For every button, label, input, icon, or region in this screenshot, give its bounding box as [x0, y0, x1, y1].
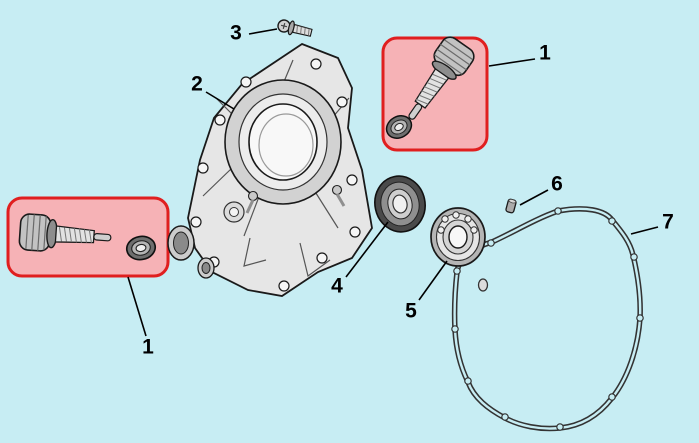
oil-seal [374, 175, 426, 233]
part-label-3: 3 [230, 21, 242, 45]
flange-bolt [277, 19, 313, 37]
part-label-6: 6 [551, 172, 563, 196]
crankcase-side-cover [167, 42, 373, 297]
part-label-1-top: 1 [539, 41, 551, 65]
part-label-2: 2 [191, 72, 203, 96]
part-label-1-left: 1 [142, 335, 154, 359]
dowel-pin [505, 198, 517, 214]
leader-lines [127, 28, 659, 337]
ball-bearing [430, 207, 486, 267]
part-label-4: 4 [331, 274, 343, 298]
cover-face-bolts [245, 184, 346, 214]
cover-center-opening [248, 103, 318, 181]
gasket-tab-hole [477, 278, 489, 292]
part-label-5: 5 [405, 299, 417, 323]
part-label-7: 7 [662, 210, 674, 234]
